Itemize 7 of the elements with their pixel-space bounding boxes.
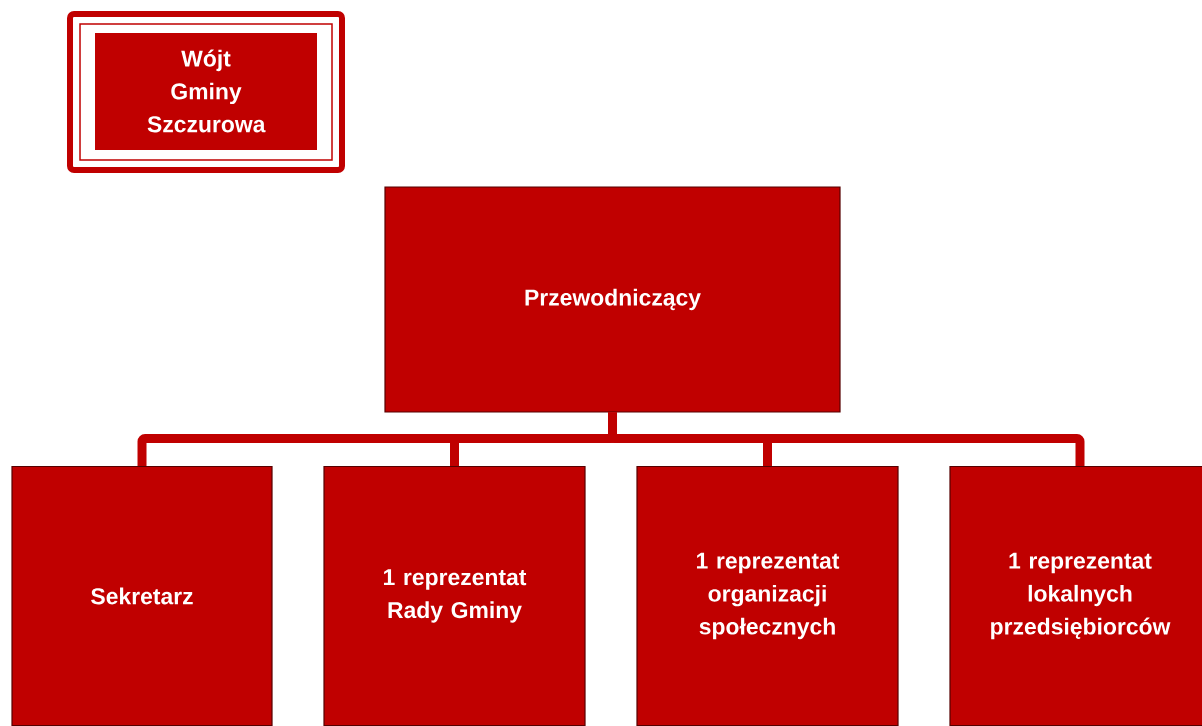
position-box: 1 reprezentat organizacji społecznych [636,465,899,726]
position-box: 1 reprezentat Rady Gminy [323,465,586,726]
title-box: Wójt Gminy Szczurowa [67,11,345,173]
position-box: 1 reprezentat lokalnych przedsiębiorców [949,465,1202,726]
position-box: Przewodniczący [384,186,841,413]
position-box: Sekretarz [11,465,273,726]
connector-line [608,412,1085,466]
